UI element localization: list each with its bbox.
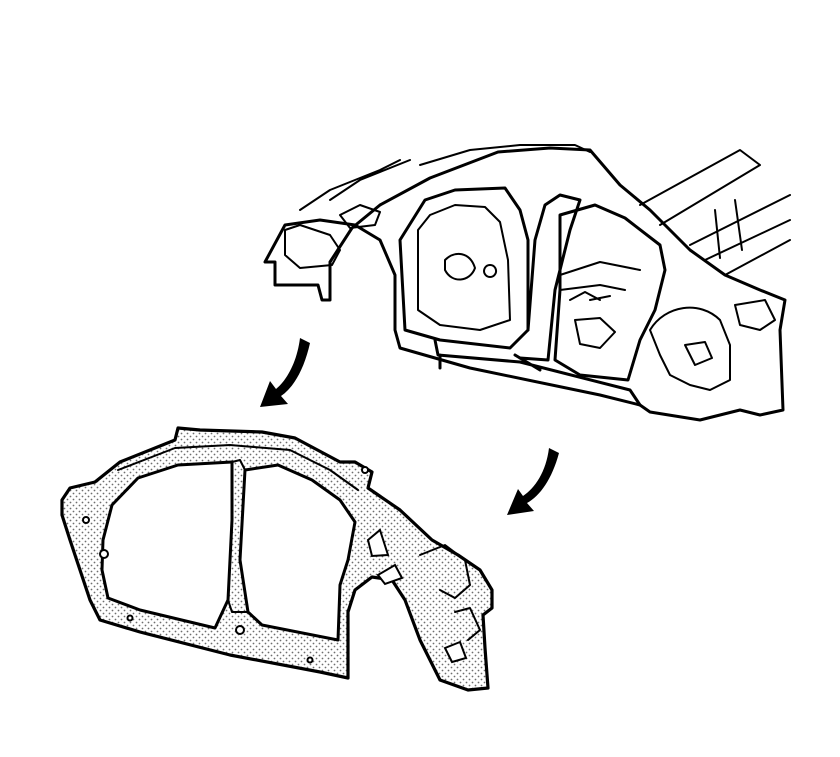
rear-door-opening (553, 203, 667, 382)
removal-arrow-right (507, 448, 559, 515)
mounting-hole (306, 656, 314, 664)
roof-rail-seam (117, 444, 359, 491)
mounting-hole (99, 549, 109, 559)
mounting-hole (82, 516, 90, 524)
roof-rail (299, 144, 591, 211)
front-door-opening-cutout (100, 460, 234, 630)
roof-bow-lines (639, 149, 791, 276)
front-apron-detail (284, 204, 381, 269)
body-outline (263, 146, 787, 422)
front-door-opening (398, 186, 530, 350)
quarter-panel-detail (419, 544, 481, 641)
mounting-hole (235, 625, 245, 635)
rocker-panel (433, 338, 642, 407)
curved-arrow-down-left-icon (507, 448, 559, 515)
b-pillar (518, 193, 582, 362)
quarter-lower-cutout (376, 563, 404, 586)
quarter-window-cutout (366, 528, 390, 558)
rear-wheelhouse (649, 299, 776, 391)
rear-door-opening-cutout (238, 463, 357, 642)
front-door-inner-detail (417, 204, 511, 331)
mounting-hole (126, 614, 134, 622)
rear-floor-detail (559, 261, 641, 349)
removal-arrow-left (260, 338, 310, 407)
tail-lamp-cutout (443, 640, 468, 664)
b-pillar-seam (227, 459, 249, 613)
body-side-outer-panel (60, 426, 494, 692)
mounting-hole (361, 466, 369, 474)
curved-arrow-down-left-icon (260, 338, 310, 407)
vehicle-body-structure (263, 144, 791, 422)
